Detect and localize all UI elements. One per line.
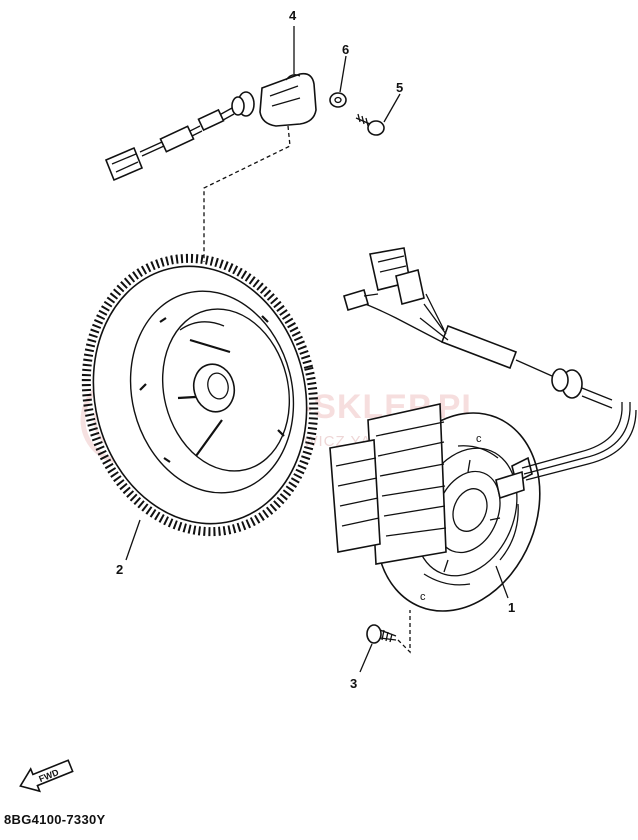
callout-2: 2 <box>116 562 123 577</box>
svg-text:c: c <box>420 591 426 603</box>
diagram-code: 8BG4100-7330Y <box>4 812 106 827</box>
callout-1: 1 <box>508 600 515 615</box>
part-1-stator-harness <box>343 247 637 481</box>
callout-4: 4 <box>289 8 297 23</box>
part-6-nut <box>329 92 347 108</box>
callout-5: 5 <box>396 80 403 95</box>
svg-text:c: c <box>476 433 482 445</box>
part-1-stator-assembly: c c <box>329 403 541 612</box>
callout-3: 3 <box>350 676 357 691</box>
part-5-screw <box>355 113 385 136</box>
part-2-flywheel-rotor <box>81 253 319 537</box>
part-3-screw <box>366 610 411 654</box>
fwd-direction-arrow: FWD <box>19 759 74 793</box>
callout-6: 6 <box>342 42 349 57</box>
callout-leaders <box>125 26 509 673</box>
part-4-pickup-coil-assembly <box>104 72 317 262</box>
